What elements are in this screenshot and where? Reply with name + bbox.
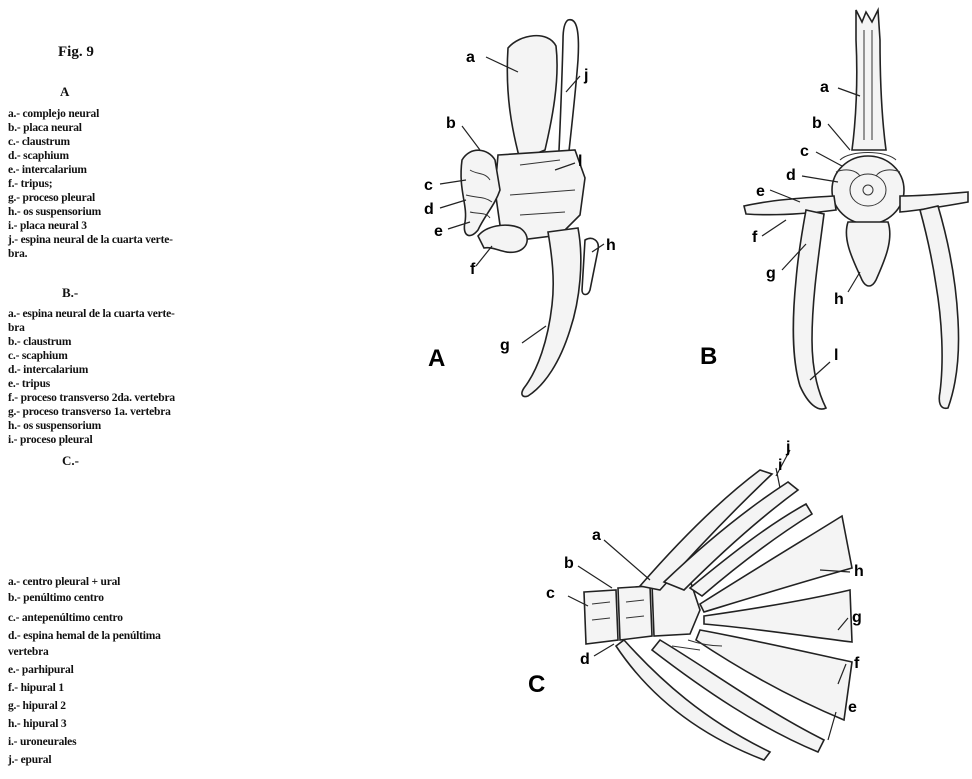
figure-b-label-f: f	[752, 229, 758, 246]
figure-a-label-d: d	[424, 201, 434, 218]
figure-b-label-d: d	[786, 167, 796, 184]
figure-c-label-j: j	[785, 439, 790, 456]
figure-c-label-h: h	[854, 563, 864, 580]
figure-a: a b c d e f g h j l A	[424, 20, 616, 397]
figure-a-label-g: g	[500, 337, 510, 354]
figure-a-pleural-process	[522, 228, 581, 397]
figure-c-label-a: a	[592, 527, 601, 544]
figure-c-hypural-1	[696, 630, 852, 720]
figure-a-label-b: b	[446, 115, 456, 132]
figure-c-label-f: f	[854, 655, 860, 672]
figure-b: a b c d e f g h l B	[700, 10, 968, 409]
figure-b-centrum	[832, 156, 904, 224]
figure-a-os-suspensorium	[582, 238, 598, 294]
figure-b-letter: B	[700, 343, 717, 370]
figure-c-label-b: b	[564, 555, 574, 572]
figure-c-antepenultimate-centrum	[584, 590, 618, 644]
figure-a-label-l: l	[578, 153, 582, 170]
figure-b-label-h: h	[834, 291, 844, 308]
figure-a-label-f: f	[470, 261, 476, 278]
figure-b-pleural-process-left	[793, 210, 826, 409]
figure-a-label-a: a	[466, 49, 475, 66]
figure-a-label-h: h	[606, 237, 616, 254]
figure-b-os-suspensorium	[846, 222, 889, 286]
figure-a-tripus	[478, 225, 527, 252]
figure-a-neural-spine	[558, 20, 578, 172]
figure-c-label-g: g	[852, 609, 862, 626]
figure-c-letter: C	[528, 671, 545, 698]
figure-a-label-j: j	[583, 67, 588, 84]
figure-b-pleural-process-right	[920, 206, 959, 408]
figure-b-label-e: e	[756, 183, 765, 200]
figure-c-label-e: e	[848, 699, 857, 716]
figure-b-label-c: c	[800, 143, 809, 160]
figure-c: a b c d e f g h i j C	[528, 439, 864, 760]
figure-a-label-c: c	[424, 177, 433, 194]
figure-a-neural-complex	[507, 36, 557, 160]
figure-c-label-i: i	[778, 457, 782, 474]
figure-a-label-e: e	[434, 223, 443, 240]
figure-b-label-a: a	[820, 79, 829, 96]
figure-a-letter: A	[428, 345, 445, 372]
figure-c-label-d: d	[580, 651, 590, 668]
figure-b-neural-spine	[852, 10, 886, 150]
figure-b-label-l: l	[834, 347, 838, 364]
figure-b-label-g: g	[766, 265, 776, 282]
figure-c-label-c: c	[546, 585, 555, 602]
figure-b-label-b: b	[812, 115, 822, 132]
figure-c-penultimate-centrum	[618, 586, 652, 640]
